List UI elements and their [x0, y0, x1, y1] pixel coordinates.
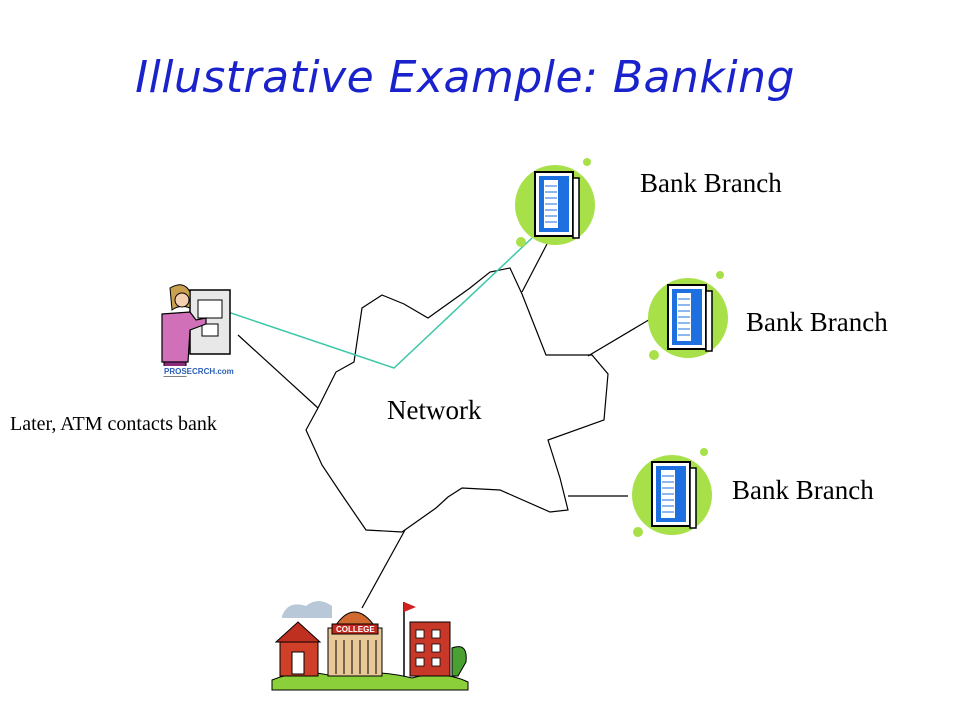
atm-logo-text: PROSECRCH.com [164, 367, 234, 376]
network-cloud [305, 267, 609, 533]
atm-user-icon: PROSECRCH.com [161, 284, 234, 377]
link-college-cloud [361, 529, 406, 609]
server-icon [647, 270, 729, 361]
bank-branch-label-2: Bank Branch [746, 307, 888, 337]
atm-caption: Later, ATM contacts bank [10, 413, 217, 435]
slide-title: Illustrative Example: Banking [135, 52, 795, 103]
server-icon [631, 447, 713, 538]
link-branch1-cloud [521, 243, 548, 293]
server-icon [514, 157, 596, 248]
bank-branch-label-3: Bank Branch [732, 475, 874, 505]
atm-to-bank-path [227, 237, 533, 369]
link-atm-cloud [237, 334, 319, 409]
network-label: Network [387, 395, 482, 425]
college-sign: COLLEGE [336, 625, 375, 634]
bank-branch-label-1: Bank Branch [640, 168, 782, 198]
link-branch2-cloud [587, 317, 653, 357]
college-icon: COLLEGE [271, 601, 469, 691]
